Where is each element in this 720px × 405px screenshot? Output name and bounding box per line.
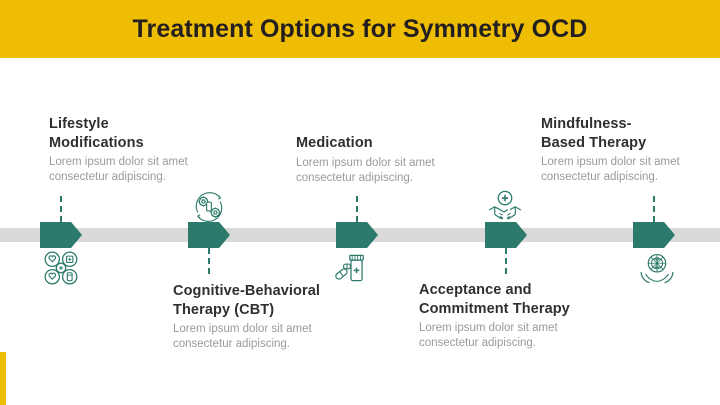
connector-dash-acceptance-and-commitment-therapy: [505, 248, 507, 274]
step-body-cognitive-behavioral-therapy: Lorem ipsum dolor sit amet consectetur a…: [173, 322, 373, 352]
step-title-cognitive-behavioral-therapy: Cognitive-Behavioral Therapy (CBT): [173, 282, 373, 319]
step-body-line-1: Lorem ipsum dolor sit amet: [296, 156, 435, 169]
step-title-acceptance-and-commitment-therapy: Acceptance and Commitment Therapy: [419, 281, 619, 318]
step-title-line-1: Medication: [296, 135, 373, 151]
step-title-line-2: Modifications: [49, 134, 144, 151]
step-title-line-1: Lifestyle: [49, 116, 109, 132]
wellness-grid-icon: [38, 245, 84, 291]
step-body-line-1: Lorem ipsum dolor sit amet: [49, 156, 188, 169]
step-body-mindfulness-based-therapy: Lorem ipsum dolor sit amet consectetur a…: [541, 155, 720, 185]
step-title-line-2: Based Therapy: [541, 134, 647, 151]
step-title-medication: Medication: [296, 134, 496, 153]
step-title-line-1: Cognitive-Behavioral: [173, 283, 321, 299]
connector-dash-mindfulness-based-therapy: [653, 196, 655, 222]
step-body-lifestyle-modifications: Lorem ipsum dolor sit amet consectetur a…: [49, 155, 249, 185]
step-body-line-2: consectetur adipiscing.: [541, 171, 658, 184]
step-title-line-2: Commitment Therapy: [419, 300, 570, 317]
accent-bar-bottom-left: [0, 352, 6, 405]
step-title-lifestyle-modifications: Lifestyle Modifications: [49, 115, 249, 152]
connector-dash-cognitive-behavioral-therapy: [208, 248, 210, 274]
page-title: Treatment Options for Symmetry OCD: [132, 14, 588, 43]
step-body-line-2: consectetur adipiscing.: [296, 171, 413, 184]
step-body-medication: Lorem ipsum dolor sit amet consectetur a…: [296, 156, 496, 186]
connector-dash-medication: [356, 196, 358, 222]
step-title-line-1: Mindfulness-: [541, 116, 632, 132]
step-title-mindfulness-based-therapy: Mindfulness- Based Therapy: [541, 115, 720, 152]
connector-dash-lifestyle-modifications: [60, 196, 62, 222]
step-text-mindfulness-based-therapy: Mindfulness- Based Therapy Lorem ipsum d…: [541, 115, 720, 185]
step-text-medication: Medication Lorem ipsum dolor sit amet co…: [296, 134, 496, 186]
step-text-lifestyle-modifications: Lifestyle Modifications Lorem ipsum dolo…: [49, 115, 249, 185]
step-text-acceptance-and-commitment-therapy: Acceptance and Commitment Therapy Lorem …: [419, 281, 619, 351]
step-body-line-2: consectetur adipiscing.: [173, 338, 290, 351]
step-body-line-1: Lorem ipsum dolor sit amet: [541, 156, 680, 169]
step-body-line-2: consectetur adipiscing.: [49, 171, 166, 184]
step-title-line-1: Acceptance and: [419, 282, 532, 298]
step-title-line-2: Therapy (CBT): [173, 301, 275, 318]
gears-process-icon: [186, 184, 232, 230]
handshake-care-icon: [482, 183, 528, 229]
slide-header: Treatment Options for Symmetry OCD: [0, 0, 720, 58]
step-body-line-2: consectetur adipiscing.: [419, 337, 536, 350]
step-body-line-1: Lorem ipsum dolor sit amet: [419, 322, 558, 335]
step-text-cognitive-behavioral-therapy: Cognitive-Behavioral Therapy (CBT) Lorem…: [173, 282, 373, 352]
step-body-line-1: Lorem ipsum dolor sit amet: [173, 323, 312, 336]
pill-bottle-icon: [326, 245, 372, 291]
hands-mindfulness-icon: [634, 245, 680, 291]
step-body-acceptance-and-commitment-therapy: Lorem ipsum dolor sit amet consectetur a…: [419, 321, 619, 351]
